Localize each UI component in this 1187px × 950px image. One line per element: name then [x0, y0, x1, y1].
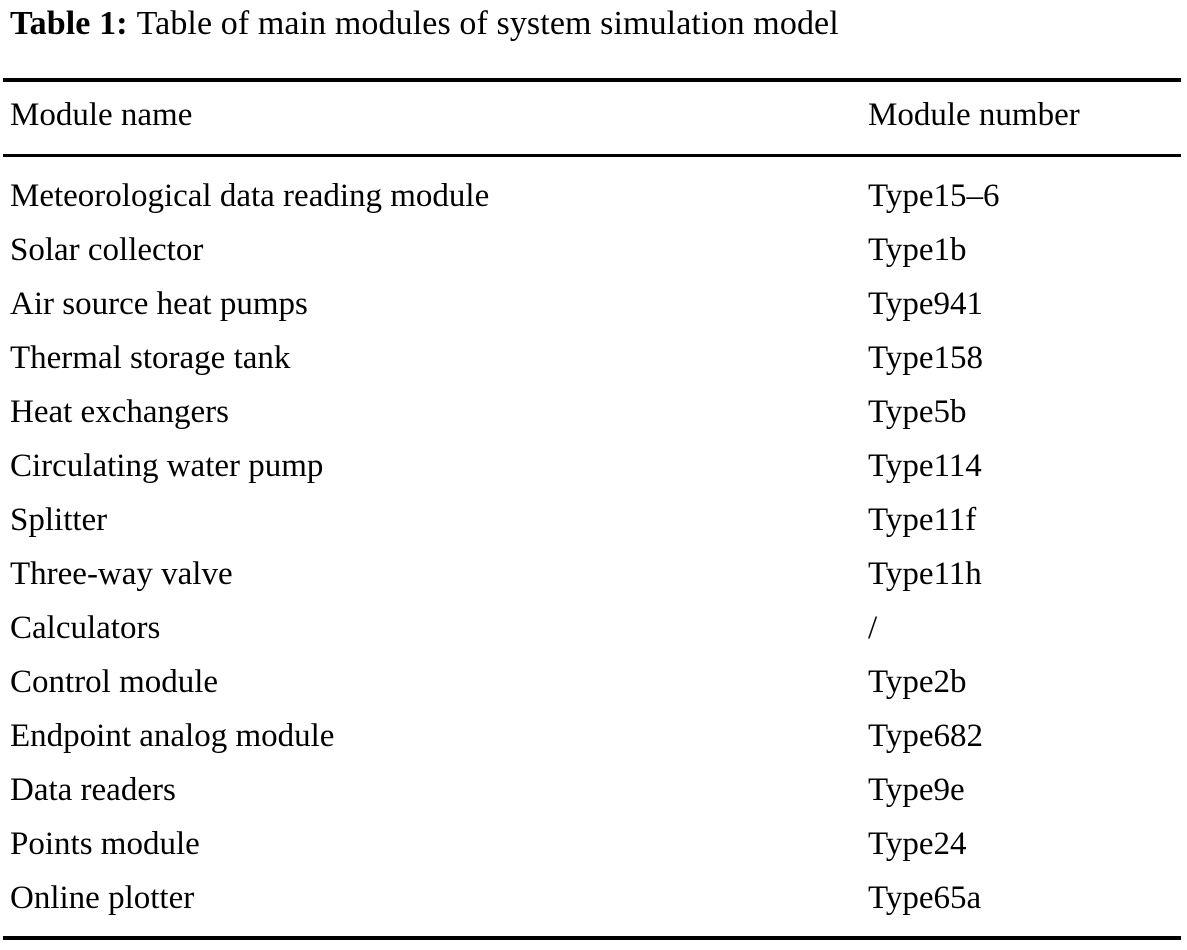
table-row: Splitter Type11f: [0, 498, 1187, 552]
cell-module-name: Data readers: [10, 772, 176, 808]
table-caption: Table 1:Table of main modules of system …: [10, 2, 1182, 46]
cell-module-name: Meteorological data reading module: [10, 178, 490, 214]
cell-module-name: Control module: [10, 664, 219, 700]
cell-module-number: /: [868, 610, 878, 646]
cell-module-name: Three-way valve: [10, 556, 233, 592]
table-row: Thermal storage tank Type158: [0, 336, 1187, 390]
cell-module-number: Type65a: [868, 880, 982, 916]
cell-module-number: Type2b: [868, 664, 967, 700]
table-row: Air source heat pumps Type941: [0, 282, 1187, 336]
cell-module-number: Type1b: [868, 232, 967, 268]
cell-module-name: Points module: [10, 826, 200, 862]
cell-module-name: Splitter: [10, 502, 108, 538]
cell-module-number: Type114: [868, 448, 982, 484]
table-row: Points module Type24: [0, 822, 1187, 876]
cell-module-number: Type15–6: [868, 178, 1000, 214]
caption-label: Table 1:: [10, 5, 128, 42]
cell-module-name: Heat exchangers: [10, 394, 229, 430]
table-row: Online plotter Type65a: [0, 876, 1187, 930]
cell-module-name: Solar collector: [10, 232, 204, 268]
table-row: Endpoint analog module Type682: [0, 714, 1187, 768]
table-header-rule: [3, 154, 1181, 157]
column-header-module-name: Module name: [10, 97, 193, 133]
cell-module-name: Air source heat pumps: [10, 286, 308, 322]
cell-module-name: Calculators: [10, 610, 161, 646]
cell-module-number: Type5b: [868, 394, 967, 430]
table-row: Data readers Type9e: [0, 768, 1187, 822]
table-row: Heat exchangers Type5b: [0, 390, 1187, 444]
table-row: Circulating water pump Type114: [0, 444, 1187, 498]
cell-module-name: Endpoint analog module: [10, 718, 335, 754]
table-row: Three-way valve Type11h: [0, 552, 1187, 606]
table-top-rule: [3, 78, 1181, 82]
cell-module-number: Type158: [868, 340, 984, 376]
caption-text: Table of main modules of system simulati…: [136, 5, 839, 42]
table-bottom-rule: [3, 936, 1181, 940]
table-row: Meteorological data reading module Type15…: [0, 174, 1187, 228]
cell-module-number: Type682: [868, 718, 984, 754]
cell-module-number: Type24: [868, 826, 967, 862]
column-header-module-number: Module number: [868, 97, 1080, 133]
table-row: Calculators /: [0, 606, 1187, 660]
cell-module-number: Type11h: [868, 556, 982, 592]
cell-module-number: Type11f: [868, 502, 977, 538]
cell-module-number: Type941: [868, 286, 984, 322]
cell-module-name: Thermal storage tank: [10, 340, 291, 376]
cell-module-name: Online plotter: [10, 880, 195, 916]
table-row: Control module Type2b: [0, 660, 1187, 714]
cell-module-number: Type9e: [868, 772, 965, 808]
cell-module-name: Circulating water pump: [10, 448, 324, 484]
table-row: Solar collector Type1b: [0, 228, 1187, 282]
